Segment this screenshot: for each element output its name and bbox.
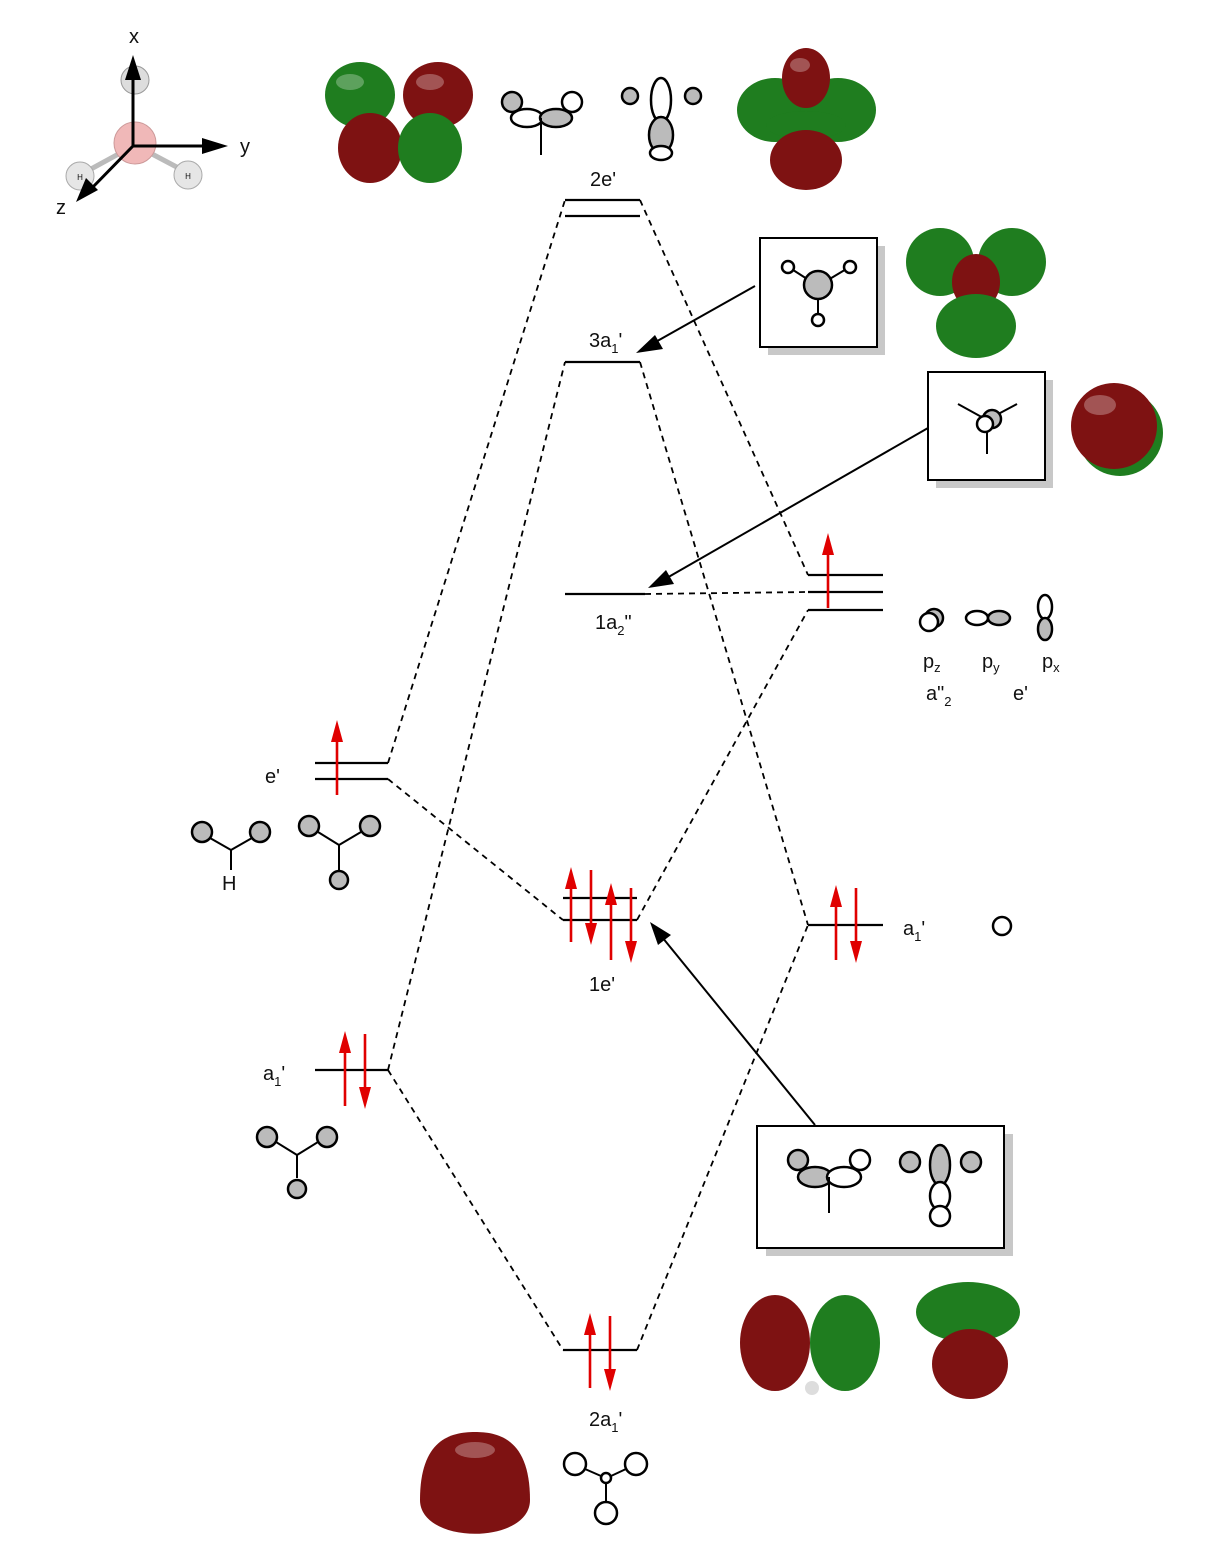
label-pz: pz — [923, 651, 941, 675]
atom-h-label: H — [185, 172, 191, 181]
y-axis-label: y — [240, 136, 250, 158]
orbital-2a1-prime-pictures — [420, 1432, 649, 1534]
orbital-3a1-prime-picture — [906, 228, 1046, 358]
electron-down — [359, 1034, 371, 1109]
label-a2-dprime: a"2 — [926, 683, 951, 709]
orbital-1a2-dprime-box — [927, 371, 1053, 488]
h3-e-prime-sketches: H — [190, 814, 382, 895]
electron-up — [584, 1313, 596, 1388]
b-s-orbital-sketch — [991, 915, 1013, 937]
pointer-arrows — [636, 285, 929, 1126]
h3-a1-prime-sketch — [255, 1125, 339, 1200]
electron-down — [585, 870, 597, 945]
label-right-e-prime: e' — [1013, 683, 1028, 705]
label-3a1-prime: 3a1' — [589, 330, 622, 356]
electron-down — [604, 1316, 616, 1391]
electron-up — [822, 533, 834, 608]
label-px: px — [1042, 651, 1060, 675]
electron-up — [605, 883, 617, 960]
electron-down — [850, 888, 862, 963]
label-2a1-prime: 2a1' — [589, 1409, 622, 1435]
b-p-orbital-sketches — [918, 593, 1054, 937]
orbital-2e-prime-b-picture — [737, 48, 876, 190]
electron-up — [830, 885, 842, 960]
energy-levels — [315, 198, 883, 1352]
electrons — [331, 533, 862, 1391]
electron-up — [339, 1031, 351, 1106]
z-axis-label: z — [56, 197, 66, 219]
level-labels: 2e' 3a1' 1a2" 1e' 2a1' e' a1' a1' pz py … — [263, 169, 1060, 1435]
label-right-a1-prime: a1' — [903, 918, 925, 944]
orbital-3a1-prime-box — [759, 237, 885, 355]
label-2e-prime: 2e' — [590, 169, 616, 191]
h-atom-label: H — [222, 873, 236, 895]
coordinate-axes: H H x y z — [56, 26, 250, 219]
x-axis-label: x — [129, 26, 139, 48]
label-left-a1-prime: a1' — [263, 1063, 285, 1089]
orbital-2e-prime-a-sketch — [500, 90, 584, 155]
atom-h-label: H — [77, 173, 83, 182]
orbital-2e-prime-a-picture — [325, 62, 473, 183]
orbital-1a2-dprime-picture — [1071, 383, 1163, 476]
correlation-lines — [387, 199, 809, 1351]
electron-down — [625, 888, 637, 963]
electron-up — [331, 720, 343, 795]
orbital-2e-prime-b-sketch — [620, 76, 703, 162]
label-left-e-prime: e' — [265, 766, 280, 788]
label-1a2-dprime: 1a2" — [595, 612, 632, 638]
orbital-1e-prime-box — [756, 1125, 1013, 1256]
label-1e-prime: 1e' — [589, 974, 615, 996]
electron-up — [565, 867, 577, 942]
label-py: py — [982, 651, 1000, 675]
orbital-1e-prime-pictures — [740, 1282, 1020, 1399]
